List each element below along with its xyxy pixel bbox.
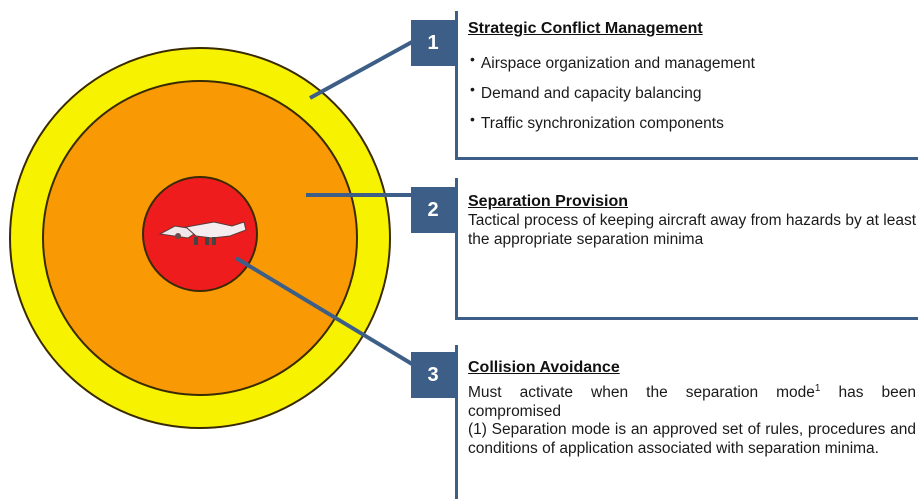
connector-1 [309, 40, 413, 100]
layer-number-2: 2 [411, 187, 455, 233]
separation-provision-box [455, 178, 918, 320]
separation-provision-title: Separation Provision [468, 193, 629, 210]
layer-number-3: 3 [411, 352, 455, 398]
list-item: •Airspace organization and management [470, 51, 755, 72]
collision-avoidance-title: Collision Avoidance [468, 359, 620, 376]
separation-provision-text: Tactical process of keeping aircraft awa… [468, 212, 916, 248]
collision-avoidance-text: Must activate when the separation mode1 … [468, 383, 916, 457]
list-item: •Traffic synchronization components [470, 111, 724, 132]
footnote-mark: 1 [814, 383, 821, 394]
strategic-conflict-list: •Airspace organization and management •D… [470, 51, 755, 145]
layer-number-1: 1 [411, 20, 455, 66]
collision-avoidance-footnote: (1) Separation mode is an approved set o… [468, 421, 916, 457]
list-item: •Demand and capacity balancing [470, 81, 702, 102]
strategic-conflict-title: Strategic Conflict Management [468, 20, 703, 37]
connector-3 [234, 256, 414, 366]
strategic-conflict-box [455, 11, 918, 160]
aircraft-pair-icon [158, 221, 247, 245]
collision-avoidance-box [455, 345, 918, 499]
